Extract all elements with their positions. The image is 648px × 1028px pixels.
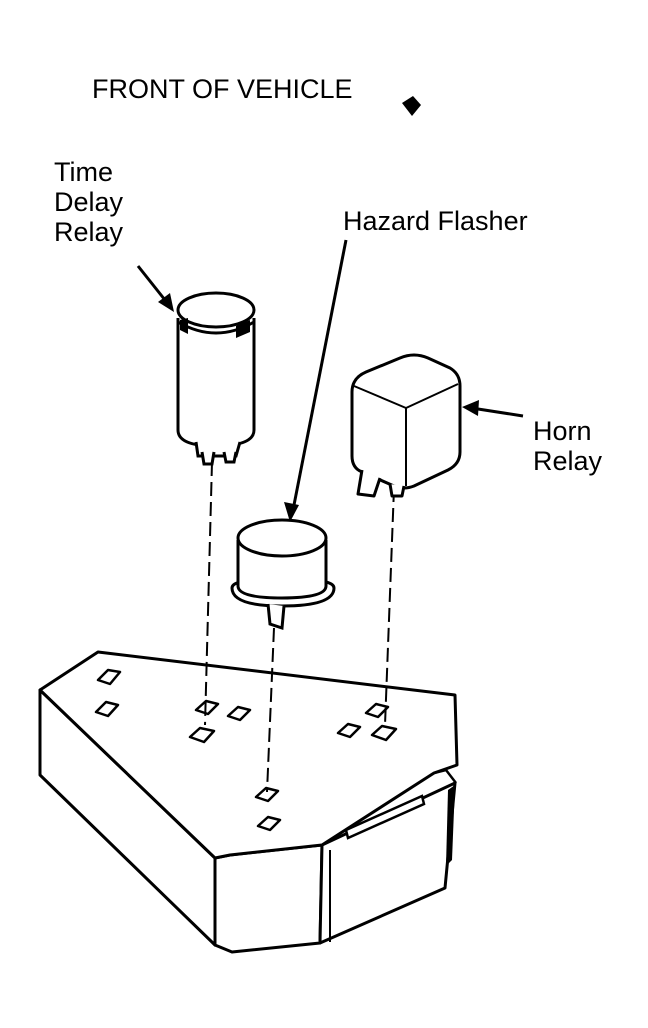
junction-block-front-face: [213, 843, 324, 954]
junction-block-side-shade: [446, 785, 455, 866]
terminal-socket: [194, 699, 220, 716]
front-of-vehicle-label: FRONT OF VEHICLE: [92, 74, 353, 104]
time-delay-relay-arrow-shaft: [136, 265, 167, 301]
junction-block-corner-notch: [433, 768, 457, 784]
time-delay-relay-pin: [200, 451, 216, 466]
terminal-socket: [188, 726, 216, 744]
horn-relay-label-line-1: Horn: [533, 416, 592, 446]
hazard-flasher-terminal: [266, 603, 286, 631]
hazard-flasher-arrowhead-icon: [284, 502, 299, 522]
hazard-flasher-arrow-shaft: [292, 239, 348, 506]
time-delay-relay-label: Time Delay Relay: [54, 157, 123, 247]
front-direction-arrow-icon: [402, 96, 421, 116]
hazard-flasher: [230, 518, 336, 631]
hazard-flasher-guide-line: [266, 627, 275, 793]
terminal-socket: [370, 724, 398, 742]
terminal-socket: [94, 700, 120, 718]
time-delay-relay-label-line-2: Delay: [54, 187, 124, 217]
horn-relay-label: Horn Relay: [533, 416, 602, 476]
time-delay-relay-band-shade: [236, 320, 250, 338]
time-delay-relay-band-shade: [180, 318, 188, 334]
time-delay-relay-arrow: [136, 265, 174, 312]
horn-relay-arrowhead-icon: [462, 400, 479, 416]
time-delay-relay-label-line-3: Relay: [54, 217, 124, 247]
horn-relay-label-line-2: Relay: [533, 446, 603, 476]
terminal-socket: [256, 815, 282, 832]
junction-block-side-slot: [344, 794, 426, 840]
terminal-socket: [96, 668, 122, 686]
junction-block: [38, 650, 459, 954]
time-delay-relay-body: [176, 318, 256, 448]
time-delay-relay-label-line-1: Time: [54, 157, 113, 187]
installation-guide-lines: [204, 461, 395, 793]
time-delay-relay-arrowhead-icon: [158, 293, 174, 312]
terminal-socket: [226, 705, 252, 722]
hazard-flasher-label: Hazard Flasher: [343, 206, 528, 236]
time-delay-relay-guide-line: [204, 461, 213, 726]
time-delay-relay: [176, 291, 256, 466]
terminal-sockets: [94, 668, 398, 832]
time-delay-relay-top: [176, 291, 256, 329]
terminal-socket: [336, 722, 362, 739]
horn-relay-arrow: [462, 400, 524, 418]
hazard-flasher-top: [236, 518, 328, 558]
horn-relay-terminal: [388, 483, 406, 498]
time-delay-relay-pin: [222, 451, 238, 464]
horn-relay-arrow-shaft: [477, 407, 524, 418]
horn-relay-terminal: [356, 469, 382, 498]
horn-relay: [350, 353, 462, 498]
terminal-socket: [364, 702, 390, 719]
hazard-flasher-arrow: [284, 239, 348, 522]
terminal-socket: [254, 786, 280, 803]
